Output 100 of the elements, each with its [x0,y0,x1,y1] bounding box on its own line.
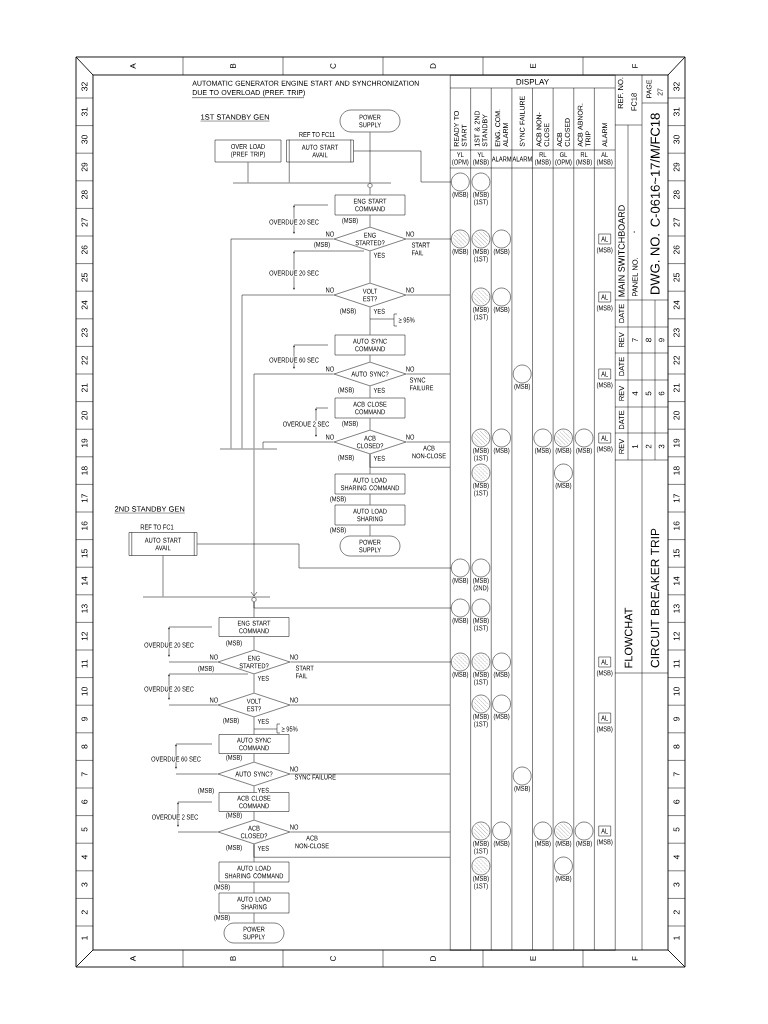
grid-number: 3 [673,882,680,887]
title-block-text: CIRCUIT BREAKER TRIP [650,528,660,668]
hatched-indicator-lamp [554,428,573,448]
grid-number: 29 [81,162,88,172]
flow-line [241,294,334,449]
grid-letter: E [530,63,536,68]
grid-number: 20 [673,411,680,420]
grid-number: 6 [81,799,88,804]
flow-line [262,441,334,449]
flow-line [290,661,452,663]
grid-letter: C [330,955,336,961]
grid-number: 22 [673,355,680,365]
grid-number: 7 [673,772,680,777]
grid-number: 30 [81,135,88,144]
grid-number: 19 [81,438,88,448]
grid-number: 16 [81,521,88,530]
flow-line [253,601,452,609]
grid-number: 5 [673,827,680,832]
flow-line [253,844,451,858]
grid-letter: F [632,63,638,68]
grid-number: 27 [81,217,88,227]
flow-line [175,773,218,775]
flow-line [230,238,334,449]
hatched-indicator-lamp [471,694,491,714]
hatched-indicator-lamp [451,652,470,672]
flow-line [290,704,451,706]
title-block-text: 6 [658,391,665,396]
grid-number: 23 [81,328,88,337]
grid-number: 2 [81,910,88,915]
flow-line [253,913,255,923]
flow-line [168,661,218,663]
grid-letter: F [632,956,638,961]
grid-number: 9 [673,717,680,721]
grid-number: 28 [81,190,88,199]
grid-number: 10 [81,687,88,696]
flow-line [369,307,371,335]
grid-number: 18 [673,466,680,475]
title-block-text: DWG. NO. [650,234,660,294]
flow-line [369,454,451,468]
title-block-text: 5 [645,391,652,396]
title-block-text: FLOWCHAT [624,607,633,668]
grid-number: 11 [673,659,680,668]
grid-number: 22 [81,355,88,365]
grid-letter: B [230,956,236,961]
grid-number: 18 [81,466,88,475]
hatched-indicator-lamp [471,287,491,307]
grid-letter: A [130,955,136,962]
flow-line [369,355,371,362]
flow-line [369,251,371,283]
flow-line [290,773,451,775]
grid-number: 11 [81,659,88,668]
flow-line [253,674,255,693]
grid-number: 17 [673,493,680,503]
grid-number: 15 [673,549,680,558]
flow-line [353,150,452,183]
flow-line [177,831,218,833]
hatched-indicator-lamp [471,463,491,483]
flow-line [290,831,451,833]
flow-line [247,162,249,183]
grid-number: 4 [673,854,680,860]
grid-number: 28 [673,190,680,199]
hatched-indicator-lamp [471,821,491,841]
grid-number: 29 [673,162,680,172]
title-block-text: MAIN SWITCHBOARD [618,205,625,297]
grid-number: 10 [673,687,680,696]
title-block-text: 3 [658,444,665,449]
grid-number: 19 [673,438,680,448]
grid-number: 21 [81,383,88,393]
grid-number: 7 [81,772,88,777]
flow-line [369,418,371,430]
flow-line [406,238,452,240]
grid-number: 13 [81,604,88,613]
flow-line [253,373,334,449]
grid-number: 14 [81,576,88,586]
title-block-text: C-0616~17/M/FC18 [650,113,660,227]
grid-number: 16 [673,521,680,530]
grid-number: 21 [673,383,680,393]
flow-line [289,162,290,183]
grid-letter: E [530,956,536,961]
title-block-text: 7 [632,338,638,342]
grid-number: 23 [673,328,680,337]
grid-number: 15 [81,549,88,558]
title-block-text: 4 [632,391,638,396]
flow-line [168,704,218,706]
flow-line [369,132,371,183]
flow-line [406,294,451,296]
grid-number: 31 [673,107,680,117]
flow-line [253,882,255,893]
grid-letter: D [430,956,436,961]
flow-line [406,441,451,443]
grid-number: 30 [673,135,680,144]
flow-line [253,753,255,762]
grid-number: 2 [673,910,680,915]
grid-number: 26 [81,245,88,255]
grid-number: 27 [673,217,680,227]
flow-line [162,555,164,597]
hatched-indicator-lamp [451,229,470,249]
flow-line [369,494,371,505]
grid-number: 13 [673,604,680,613]
grid-number: 5 [81,827,88,832]
